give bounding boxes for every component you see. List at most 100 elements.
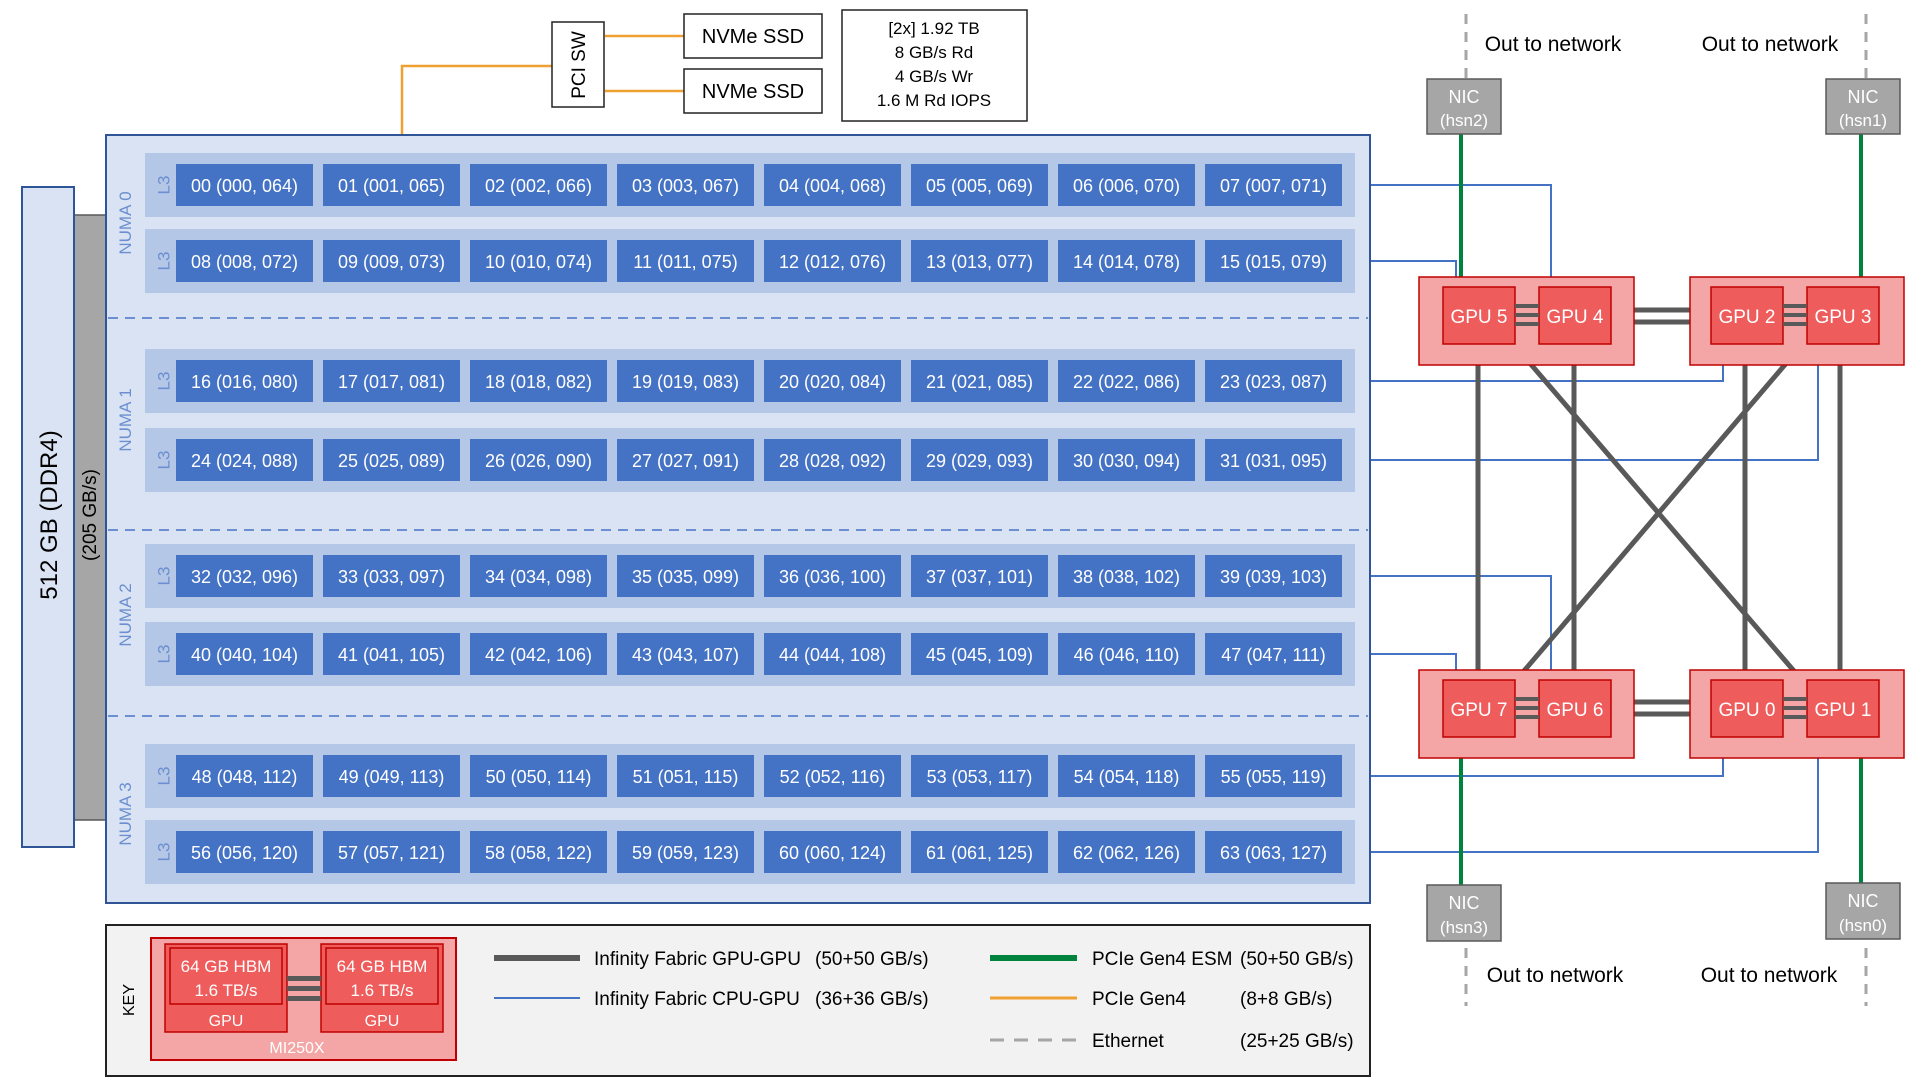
cpu-core-label: 42 (042, 106) bbox=[485, 645, 592, 665]
l3-label: L3 bbox=[154, 645, 173, 664]
cpu-core bbox=[176, 164, 313, 206]
cpu-core bbox=[911, 755, 1048, 797]
cpu-core-label: 37 (037, 101) bbox=[926, 567, 1033, 587]
cpu-core bbox=[470, 755, 607, 797]
key-hbm-box bbox=[169, 947, 283, 1005]
cpu-core-label: 08 (008, 072) bbox=[191, 252, 298, 272]
cpu-core-label: 40 (040, 104) bbox=[191, 645, 298, 665]
cpu-core-label: 10 (010, 074) bbox=[485, 252, 592, 272]
cpu-core-label: 50 (050, 114) bbox=[486, 767, 592, 787]
pcie-link-cpu-to-switch bbox=[400, 64, 552, 135]
storage-spec-box bbox=[841, 9, 1028, 122]
cpu-core-label: 18 (018, 082) bbox=[485, 372, 592, 392]
cpu-core bbox=[911, 164, 1048, 206]
legend-rate: (36+36 GB/s) bbox=[815, 989, 929, 1010]
cpu-core bbox=[764, 240, 901, 282]
cpu-core bbox=[176, 360, 313, 402]
cpu-core-label: 60 (060, 124) bbox=[779, 843, 886, 863]
cpu-core bbox=[764, 164, 901, 206]
cpu-core bbox=[1205, 164, 1342, 206]
cpu-core-label: 07 (007, 071) bbox=[1220, 176, 1327, 196]
l3-label: L3 bbox=[154, 252, 173, 271]
cpu-gpu-link-numa3-b bbox=[1352, 740, 1819, 853]
cpu-core bbox=[911, 633, 1048, 675]
cpu-core bbox=[470, 633, 607, 675]
storage-spec-line: 1.6 M Rd IOPS bbox=[877, 91, 991, 110]
cpu-core-label: 45 (045, 109) bbox=[926, 645, 1033, 665]
memory-block: 512 GB (DDR4) (205 GB/s) bbox=[21, 186, 107, 848]
cpu-core bbox=[1058, 439, 1195, 481]
out-to-network-label: Out to network bbox=[1702, 33, 1839, 56]
numa-label: NUMA 0 bbox=[116, 191, 135, 254]
cpu-core bbox=[617, 164, 754, 206]
cpu-core-label: 31 (031, 095) bbox=[1220, 451, 1327, 471]
key-panel: KEY 64 GB HBM 1.6 TB/s GPU 64 GB HBM 1.6… bbox=[105, 924, 1371, 1077]
cpu-core bbox=[1058, 240, 1195, 282]
cpu-core-label: 02 (002, 066) bbox=[485, 176, 592, 196]
nic-hsn0-label: NIC bbox=[1848, 891, 1879, 911]
cpu-core bbox=[911, 240, 1048, 282]
cpu-core-label: 17 (017, 081) bbox=[338, 372, 445, 392]
l3-label: L3 bbox=[154, 843, 173, 862]
cpu-core bbox=[470, 240, 607, 282]
cpu-core-label: 11 (011, 075) bbox=[633, 252, 737, 272]
cpu-core bbox=[764, 439, 901, 481]
cpu-core bbox=[764, 633, 901, 675]
nvme-ssd-1 bbox=[683, 13, 823, 59]
cpu-core bbox=[1205, 633, 1342, 675]
gpu-bridge bbox=[1515, 304, 1539, 326]
numa-label: NUMA 3 bbox=[116, 782, 135, 845]
cpu-core-label: 12 (012, 076) bbox=[779, 252, 886, 272]
cpu-core bbox=[470, 439, 607, 481]
legend-name: Infinity Fabric GPU-GPU bbox=[594, 949, 801, 970]
gpu-label-3: GPU 3 bbox=[1814, 307, 1871, 328]
cpu-core-label: 61 (061, 125) bbox=[926, 843, 1033, 863]
cpu-core-label: 54 (054, 118) bbox=[1074, 767, 1180, 787]
cpu-core-label: 48 (048, 112) bbox=[192, 767, 298, 787]
cpu-core bbox=[323, 360, 460, 402]
gpu-bridge bbox=[1515, 697, 1539, 719]
cpu-core-label: 13 (013, 077) bbox=[926, 252, 1033, 272]
gpu-label-5: GPU 5 bbox=[1450, 307, 1507, 328]
cpu-core bbox=[764, 831, 901, 873]
cpu-core-label: 53 (053, 117) bbox=[927, 767, 1033, 787]
cpu-core-label: 43 (043, 107) bbox=[632, 645, 739, 665]
cpu-core bbox=[1205, 831, 1342, 873]
nic-hsn3 bbox=[1426, 884, 1502, 942]
cpu-core-label: 29 (029, 093) bbox=[926, 451, 1033, 471]
legend-rate: (8+8 GB/s) bbox=[1240, 989, 1332, 1010]
cpu-core-label: 04 (004, 068) bbox=[779, 176, 886, 196]
gpu-bridge bbox=[1783, 304, 1807, 326]
cpu-core bbox=[1058, 831, 1195, 873]
cpu-core bbox=[323, 755, 460, 797]
cpu-core-label: 19 (019, 083) bbox=[632, 372, 739, 392]
cpu-core-label: 06 (006, 070) bbox=[1073, 176, 1180, 196]
gpu-label-2: GPU 2 bbox=[1718, 307, 1775, 328]
nic-hsn3-sublabel: (hsn3) bbox=[1440, 918, 1488, 937]
cpu-core bbox=[176, 555, 313, 597]
cpu-core bbox=[470, 164, 607, 206]
cpu-core-label: 38 (038, 102) bbox=[1073, 567, 1180, 587]
if-link-gpu3-gpu7 bbox=[1510, 338, 1808, 687]
network-labels: Out to network Out to network Out to net… bbox=[1485, 33, 1839, 987]
cpu-core bbox=[617, 360, 754, 402]
cpu-core-label: 39 (039, 103) bbox=[1220, 567, 1327, 587]
gpu-label-6: GPU 6 bbox=[1546, 700, 1603, 721]
cpu-core-label: 09 (009, 073) bbox=[338, 252, 445, 272]
cpu-core bbox=[617, 633, 754, 675]
cpu-core-label: 44 (044, 108) bbox=[779, 645, 886, 665]
gpu-bridge bbox=[1783, 697, 1807, 719]
cpu-core bbox=[1058, 360, 1195, 402]
cpu-core bbox=[470, 831, 607, 873]
out-to-network-label: Out to network bbox=[1701, 964, 1838, 987]
cpu-core-label: 01 (001, 065) bbox=[338, 176, 445, 196]
cpu-core-label: 35 (035, 099) bbox=[632, 567, 739, 587]
legend-rate: (50+50 GB/s) bbox=[815, 949, 929, 970]
legend-name: PCIe Gen4 bbox=[1092, 989, 1186, 1010]
cpu-core bbox=[1205, 555, 1342, 597]
cpu-core bbox=[1058, 555, 1195, 597]
key-hbm-bandwidth: 1.6 TB/s bbox=[195, 981, 258, 1000]
cpu-core bbox=[764, 555, 901, 597]
link-layer bbox=[400, 14, 1868, 1006]
